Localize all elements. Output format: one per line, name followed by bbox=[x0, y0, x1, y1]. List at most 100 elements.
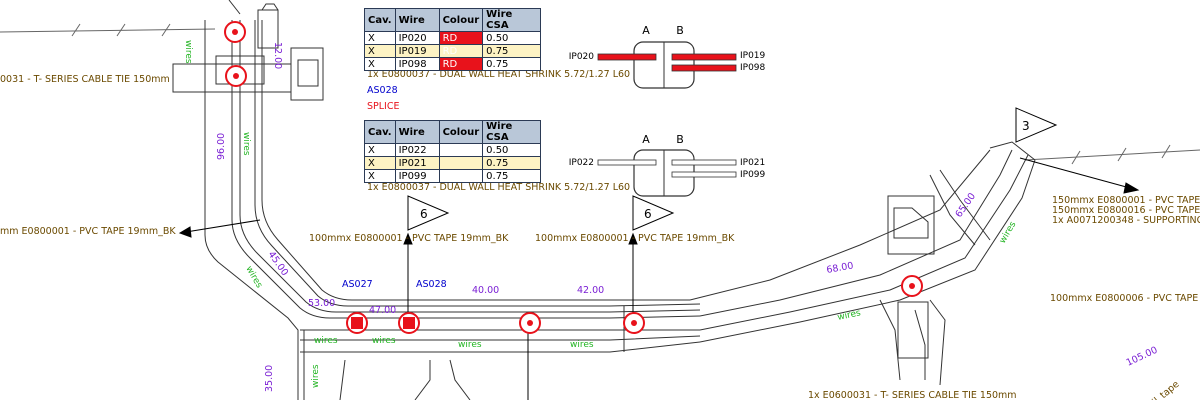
table-cell: IP020 bbox=[394, 31, 440, 45]
connector-bracket-right bbox=[887, 195, 935, 359]
note-pvc-tape-mid-2: 100mmx E0800001 - PVC TAPE 19mm_BK bbox=[535, 233, 735, 244]
wire-label-1: wires bbox=[183, 40, 193, 64]
table-cell: RD bbox=[438, 44, 484, 58]
table-cell: X bbox=[364, 44, 396, 58]
table-row: X IP022 0.50 bbox=[364, 143, 542, 157]
table-cell: X bbox=[364, 156, 396, 170]
table-cell: 0.75 bbox=[482, 57, 542, 71]
note-tape-fragment: il_tape bbox=[1150, 379, 1181, 400]
table-cell: 0.50 bbox=[482, 143, 542, 157]
splice-marker-as027 bbox=[346, 312, 368, 334]
tie-marker-right bbox=[901, 275, 923, 297]
note-pvc-tape-left: mm E0800001 - PVC TAPE 19mm_BK bbox=[0, 226, 176, 237]
tie-marker-mid-2 bbox=[623, 312, 645, 334]
splice-2-col-b: B bbox=[676, 133, 684, 146]
tie-marker-mid-1 bbox=[519, 312, 541, 334]
wire-label-10: wires bbox=[311, 364, 321, 388]
wire-label-5: wires bbox=[372, 336, 396, 346]
wire-label-4: wires bbox=[314, 336, 338, 346]
splice-diagram-1: A B IP020 IP019 IP098 bbox=[569, 24, 766, 89]
splice-1-left-wire: IP020 bbox=[569, 52, 595, 62]
dim-68: 68.00 bbox=[826, 260, 855, 276]
flag-6-left-label: 6 bbox=[420, 207, 428, 221]
table-row: X IP099 0.75 bbox=[364, 169, 542, 183]
tie-marker-top-1 bbox=[224, 21, 246, 43]
table-cell: X bbox=[364, 143, 396, 157]
table-header-cell: Wire bbox=[394, 120, 440, 144]
flag-3-label: 3 bbox=[1022, 119, 1030, 133]
splice-1-col-a: A bbox=[642, 24, 650, 37]
notes: 1x E0800037 - DUAL WALL HEAT SHRINK 5.72… bbox=[0, 69, 1200, 400]
table-cell: 0.75 bbox=[482, 44, 542, 58]
table-cell bbox=[438, 156, 484, 170]
table-row: X IP098 RD 0.75 bbox=[364, 57, 542, 71]
dim-35: 35.00 bbox=[264, 365, 275, 392]
flag-6-right: 6 bbox=[632, 195, 675, 231]
note-heat-shrink-1: 1x E0800037 - DUAL WALL HEAT SHRINK 5.72… bbox=[367, 69, 630, 80]
table-cell: 0.75 bbox=[482, 169, 542, 183]
table-header-cell: Wire CSA bbox=[482, 8, 542, 32]
table-cell: RD bbox=[438, 57, 484, 71]
table-header-cell: Cav. bbox=[364, 120, 396, 144]
table-cell: RD bbox=[438, 31, 484, 45]
dim-40: 40.00 bbox=[472, 285, 499, 296]
note-right-3: 1x A0071200348 - SUPPORTING bbox=[1052, 215, 1200, 226]
table-cell: IP019 bbox=[394, 44, 440, 58]
splice-1-right-wire-2: IP098 bbox=[740, 63, 766, 73]
table-row: X IP019 RD 0.75 bbox=[364, 44, 542, 58]
table-header-cell: Colour bbox=[438, 120, 484, 144]
wire-label-7: wires bbox=[570, 340, 594, 350]
note-as028: AS028 bbox=[367, 85, 398, 96]
dim-12: 12.00 bbox=[272, 42, 283, 69]
table-row: X IP020 RD 0.50 bbox=[364, 31, 542, 45]
node-labels: AS027 AS028 bbox=[342, 279, 447, 290]
note-pvc-tape-mid-1: 100mmx E0800001 - PVC TAPE 19mm_BK bbox=[309, 233, 509, 244]
dim-47: 47.00 bbox=[369, 305, 396, 316]
wire-label-2: wires bbox=[241, 132, 251, 156]
note-cable-tie-bottom: 1x E0600031 - T- SERIES CABLE TIE 150mm bbox=[808, 390, 1017, 400]
markers bbox=[224, 21, 923, 334]
wire-label-9: wires bbox=[998, 220, 1019, 246]
splice-2-right-wire-1: IP021 bbox=[740, 158, 765, 168]
splice-diagram-2: A B IP022 IP021 IP099 bbox=[569, 133, 766, 197]
dim-96: 96.00 bbox=[216, 133, 227, 160]
node-label-as027: AS027 bbox=[342, 279, 373, 290]
connector-bracket-top bbox=[172, 0, 324, 101]
flag-6-right-label: 6 bbox=[644, 207, 652, 221]
table-cell: IP021 bbox=[394, 156, 440, 170]
wire-table-2: Cav. Wire Colour Wire CSA X IP022 0.50 X… bbox=[364, 120, 542, 183]
note-cable-tie-top: 0031 - T- SERIES CABLE TIE 150mm bbox=[0, 74, 170, 85]
dim-53: 53.00 bbox=[308, 298, 335, 309]
wire-labels: wires wires wires wires wires wires wire… bbox=[183, 40, 1019, 388]
wire-label-8: wires bbox=[837, 308, 862, 323]
dim-105: 105.00 bbox=[1125, 345, 1160, 369]
table-cell: X bbox=[364, 31, 396, 45]
table-cell bbox=[438, 169, 484, 183]
flag-3: 3 bbox=[1015, 107, 1058, 143]
wire-label-6: wires bbox=[458, 340, 482, 350]
top-guide-line bbox=[0, 23, 1200, 165]
splice-2-left-wire: IP022 bbox=[569, 158, 594, 168]
table-cell bbox=[438, 143, 484, 157]
table-header-row: Cav. Wire Colour Wire CSA bbox=[364, 8, 542, 32]
table-row: X IP021 0.75 bbox=[364, 156, 542, 170]
splice-2-col-a: A bbox=[642, 133, 650, 146]
dim-42: 42.00 bbox=[577, 285, 604, 296]
splice-marker-as028 bbox=[398, 312, 420, 334]
table-header-cell: Colour bbox=[438, 8, 484, 32]
table-cell: IP098 bbox=[394, 57, 440, 71]
table-header-cell: Cav. bbox=[364, 8, 396, 32]
splice-1-col-b: B bbox=[676, 24, 684, 37]
table-cell: 0.50 bbox=[482, 31, 542, 45]
wire-table-1: Cav. Wire Colour Wire CSA X IP020 RD 0.5… bbox=[364, 8, 542, 71]
note-right-4: 100mmx E0800006 - PVC TAPE bbox=[1050, 293, 1198, 304]
table-cell: IP099 bbox=[394, 169, 440, 183]
table-cell: X bbox=[364, 57, 396, 71]
node-label-as028: AS028 bbox=[416, 279, 447, 290]
table-cell: IP022 bbox=[394, 143, 440, 157]
leader-arrows bbox=[178, 157, 1140, 400]
splice-2-right-wire-2: IP099 bbox=[740, 170, 766, 180]
note-right-2: 150mmx E0800016 - PVC TAPE bbox=[1052, 205, 1200, 216]
table-cell: X bbox=[364, 169, 396, 183]
tie-marker-top-2 bbox=[225, 65, 247, 87]
